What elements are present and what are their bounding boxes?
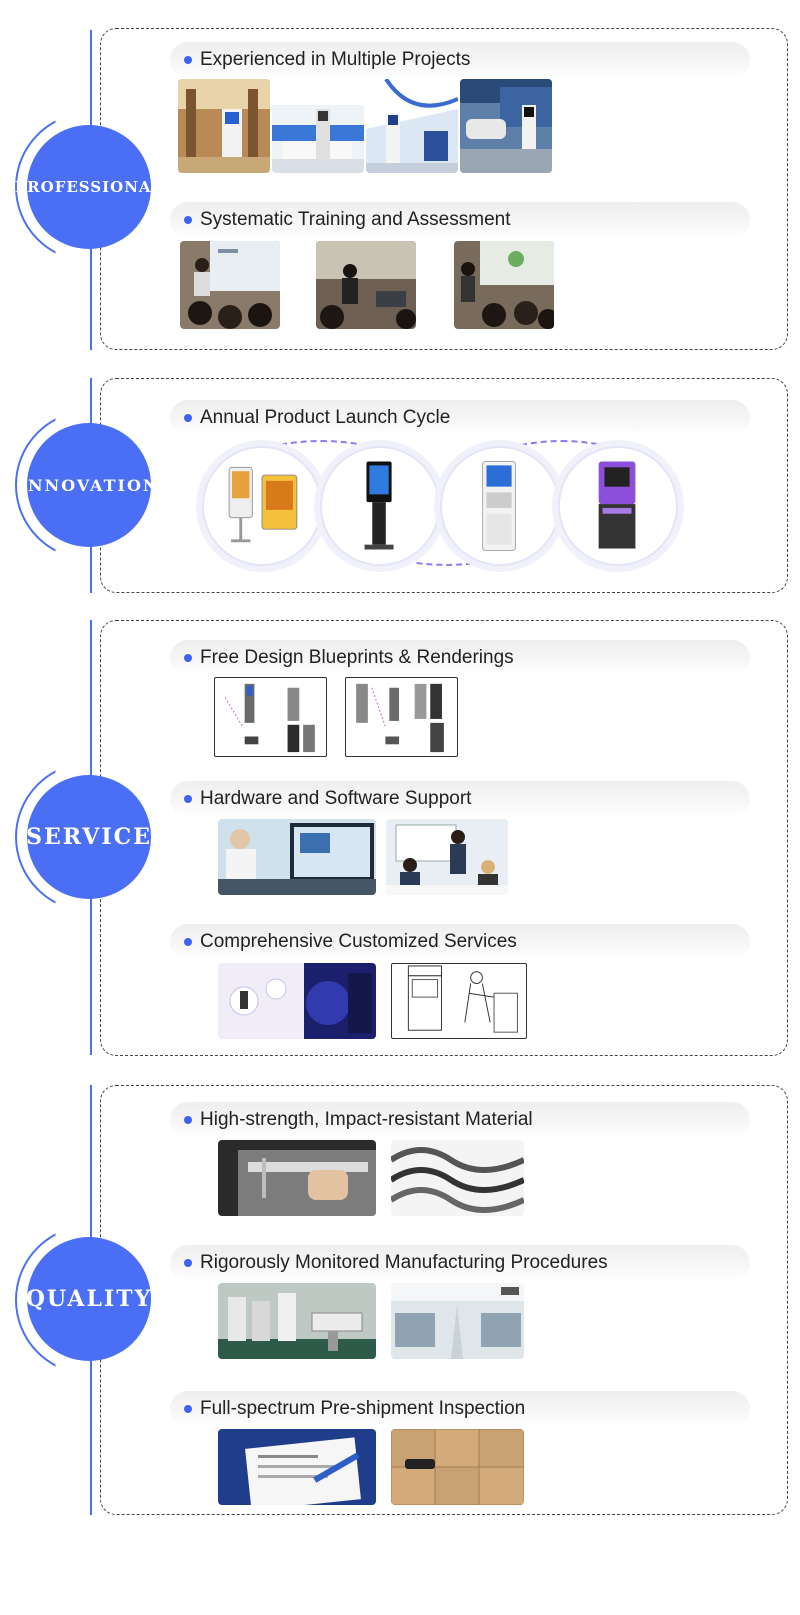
service-section: SERVICE Free Design Blueprints & Renderi… [15, 620, 788, 1056]
material-steel-photo [391, 1140, 524, 1216]
material-caliper-photo [218, 1140, 376, 1216]
cycle-arrow [444, 440, 679, 570]
innovation-badge: INNOVATION [18, 423, 158, 547]
feature-label: Rigorously Monitored Manufacturing Proce… [200, 1252, 608, 1273]
feature-label: Annual Product Launch Cycle [200, 407, 451, 428]
blueprint-image-2 [345, 677, 458, 757]
product-circle-4 [558, 446, 678, 566]
customization-sketch [391, 963, 527, 1039]
factory-kiosks-photo [218, 1283, 376, 1359]
bullet-dot [184, 1259, 192, 1267]
feature-heading: Rigorously Monitored Manufacturing Proce… [170, 1245, 750, 1281]
hardware-photo [218, 819, 376, 895]
project-photo-hospital [272, 79, 364, 173]
feature-heading: High-strength, Impact-resistant Material [170, 1102, 750, 1138]
inspection-boxes-photo [391, 1429, 524, 1505]
training-photo-3 [454, 241, 554, 329]
project-photo-parking [460, 79, 552, 173]
feature-heading: Hardware and Software Support [170, 781, 750, 817]
feature-label: Free Design Blueprints & Renderings [200, 647, 514, 668]
bullet-dot [184, 654, 192, 662]
innovation-section: INNOVATION Annual Product Launch Cycle [0, 0, 800, 600]
feature-heading: Comprehensive Customized Services [170, 924, 750, 960]
feature-heading: Annual Product Launch Cycle [170, 400, 750, 436]
bullet-dot [184, 216, 192, 224]
bullet-dot [184, 1116, 192, 1124]
cycle-arrow [196, 440, 446, 570]
bullet-dot [184, 795, 192, 803]
feature-label: Hardware and Software Support [200, 788, 472, 809]
feature-label: High-strength, Impact-resistant Material [200, 1109, 533, 1130]
training-photo-2 [316, 241, 416, 329]
product-circle-2 [320, 446, 440, 566]
kiosk-icon [598, 461, 636, 549]
feature-heading: Experienced in Multiple Projects [170, 42, 750, 78]
professional-section: PROFESSIONAL Experienced in Multiple Pro… [0, 0, 800, 360]
project-photo-lobby [178, 79, 270, 173]
bullet-dot [184, 414, 192, 422]
professional-badge: PROFESSIONAL [15, 125, 162, 249]
inspection-checklist-photo [218, 1429, 376, 1505]
kiosk-pair-icon [228, 466, 298, 543]
feature-heading: Full-spectrum Pre-shipment Inspection [170, 1391, 750, 1427]
product-circle-1 [202, 446, 322, 566]
factory-line-photo [391, 1283, 524, 1359]
feature-heading: Free Design Blueprints & Renderings [170, 640, 750, 676]
feature-label: Comprehensive Customized Services [200, 931, 517, 952]
customization-photo [218, 963, 376, 1039]
bullet-dot [184, 56, 192, 64]
feature-label: Experienced in Multiple Projects [200, 49, 471, 70]
training-photo-1 [180, 241, 280, 329]
kiosk-icon [482, 461, 516, 551]
quality-badge: QUALITY [26, 1237, 151, 1361]
service-badge: SERVICE [26, 775, 151, 899]
bullet-dot [184, 1405, 192, 1413]
feature-label: Full-spectrum Pre-shipment Inspection [200, 1398, 526, 1419]
cycle-arrow [322, 436, 572, 566]
blueprint-image-1 [214, 677, 327, 757]
bullet-dot [184, 938, 192, 946]
project-photo-mall [366, 79, 458, 173]
software-meeting-photo [386, 819, 508, 895]
product-circle-3 [440, 446, 560, 566]
feature-heading: Systematic Training and Assessment [170, 202, 750, 238]
kiosk-icon [364, 461, 394, 550]
feature-label: Systematic Training and Assessment [200, 209, 511, 230]
